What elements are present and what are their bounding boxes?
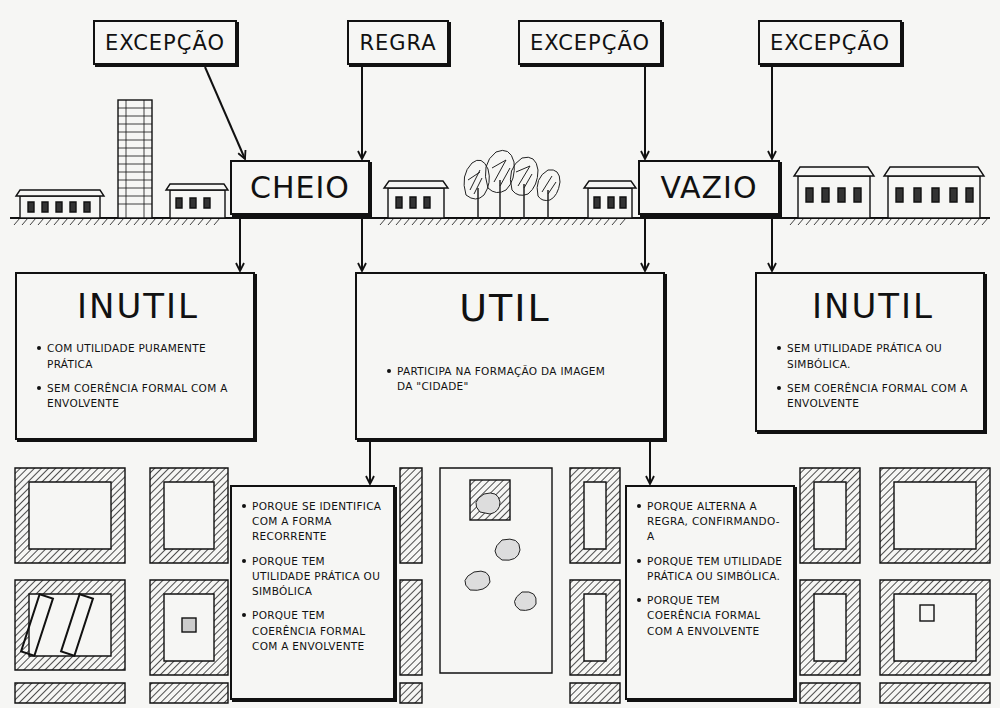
city-block xyxy=(880,580,990,675)
label-box: CHEIO xyxy=(230,160,370,215)
bullet-text: PORQUE ALTERNA A REGRA, CONFIRMANDO-A xyxy=(647,499,783,545)
bullet-text: PORQUE TEM COERÊNCIA FORMAL COM A ENVOLV… xyxy=(252,608,383,654)
label-box: EXCEPÇÃO xyxy=(93,20,237,65)
flow-arrow xyxy=(239,217,241,271)
flow-arrow xyxy=(644,67,646,159)
box-body: PARTICIPA NA FORMAÇÃO DA IMAGEM DA "CIDA… xyxy=(387,364,623,394)
box-heading: UTIL xyxy=(387,288,623,330)
box-body: PORQUE SE IDENTIFICA COM A FORMA RECORRE… xyxy=(242,499,383,654)
buildings xyxy=(16,100,984,218)
box-label: CHEIO xyxy=(250,170,350,205)
bullet-row: PARTICIPA NA FORMAÇÃO DA IMAGEM DA "CIDA… xyxy=(387,364,623,394)
ground-line xyxy=(10,218,990,225)
flow-arrow xyxy=(644,217,646,271)
bullet-row: SEM UTILIDADE PRÁTICA OU SIMBÓLICA. xyxy=(777,341,969,371)
box-body: SEM UTILIDADE PRÁTICA OU SIMBÓLICA. SEM C… xyxy=(777,341,969,411)
bullet-row: PORQUE SE IDENTIFICA COM A FORMA RECORRE… xyxy=(242,499,383,545)
bullet-dot xyxy=(777,346,781,350)
label-box: EXCEPÇÃO xyxy=(518,20,662,65)
box-label: REGRA xyxy=(359,31,436,55)
bullet-row: PORQUE ALTERNA A REGRA, CONFIRMANDO-A xyxy=(637,499,783,545)
city-block xyxy=(800,580,860,675)
bullet-dot xyxy=(37,386,41,390)
verdict-box: INUTIL COM UTILIDADE PURAMENTE PRÁTICA SEM… xyxy=(15,272,255,440)
city-block xyxy=(440,468,552,673)
flow-arrow xyxy=(771,217,773,271)
bullet-row: PORQUE TEM COERÊNCIA FORMAL COM A ENVOLV… xyxy=(242,608,383,654)
city-block xyxy=(880,683,990,703)
city-block xyxy=(400,580,422,675)
bullet-text: PORQUE TEM UTILIDADE PRÁTICA OU SIMBÓLIC… xyxy=(647,554,783,584)
bullet-dot xyxy=(37,346,41,350)
label-box: EXCEPÇÃO xyxy=(758,20,902,65)
reason-box: PORQUE SE IDENTIFICA COM A FORMA RECORRE… xyxy=(230,485,395,700)
bullet-text: PARTICIPA NA FORMAÇÃO DA IMAGEM DA "CIDA… xyxy=(397,364,623,394)
label-box: VAZIO xyxy=(638,160,780,215)
city-block xyxy=(800,468,860,563)
flow-arrow xyxy=(649,442,651,484)
bullet-row: PORQUE TEM COERÊNCIA FORMAL COM A ENVOLV… xyxy=(637,593,783,639)
bullet-text: PORQUE TEM COERÊNCIA FORMAL COM A ENVOLV… xyxy=(647,593,783,639)
box-label: EXCEPÇÃO xyxy=(530,31,650,55)
box-body: PORQUE ALTERNA A REGRA, CONFIRMANDO-A POR… xyxy=(637,499,783,639)
box-heading: INUTIL xyxy=(777,288,969,325)
city-block xyxy=(570,580,620,675)
bullet-row: SEM COERÊNCIA FORMAL COM A ENVOLVENTE xyxy=(777,381,969,411)
city-block xyxy=(150,468,228,563)
bullet-text: SEM UTILIDADE PRÁTICA OU SIMBÓLICA. xyxy=(787,341,969,371)
flow-arrow xyxy=(361,217,363,271)
box-label: VAZIO xyxy=(660,170,757,205)
plan-trees xyxy=(465,493,536,610)
bullet-row: SEM COERÊNCIA FORMAL COM A ENVOLVENTE xyxy=(37,381,239,411)
label-box: REGRA xyxy=(347,20,449,65)
trees xyxy=(464,150,560,218)
flow-arrow xyxy=(771,67,773,159)
bullet-row: PORQUE TEM UTILIDADE PRÁTICA OU SIMBÓLIC… xyxy=(637,554,783,584)
bullet-dot xyxy=(637,504,641,508)
verdict-box: UTIL PARTICIPA NA FORMAÇÃO DA IMAGEM DA "… xyxy=(355,272,665,440)
box-label: EXCEPÇÃO xyxy=(770,31,890,55)
flow-arrow xyxy=(369,442,371,484)
city-block xyxy=(570,683,620,703)
city-block xyxy=(880,468,990,563)
box-label: EXCEPÇÃO xyxy=(105,31,225,55)
city-block xyxy=(400,468,422,563)
block-plans xyxy=(15,468,990,703)
city-block xyxy=(800,683,860,703)
courtyard-building xyxy=(182,618,196,632)
city-block xyxy=(15,580,125,670)
bullet-dot xyxy=(242,613,246,617)
bullet-dot xyxy=(637,559,641,563)
bullet-dot xyxy=(242,559,246,563)
bullet-text: SEM COERÊNCIA FORMAL COM A ENVOLVENTE xyxy=(47,381,239,411)
city-block xyxy=(15,683,125,703)
flow-arrow xyxy=(361,67,363,159)
city-block xyxy=(150,580,228,675)
slab-building xyxy=(21,594,53,655)
bullet-dot xyxy=(777,386,781,390)
bullet-dot xyxy=(242,504,246,508)
city-block xyxy=(570,468,620,563)
bullet-text: PORQUE TEM UTILIDADE PRÁTICA OU SIMBÓLIC… xyxy=(252,554,383,600)
bullet-text: PORQUE SE IDENTIFICA COM A FORMA RECORRE… xyxy=(252,499,383,545)
city-block xyxy=(400,683,422,703)
bullet-row: PORQUE TEM UTILIDADE PRÁTICA OU SIMBÓLIC… xyxy=(242,554,383,600)
box-heading: INUTIL xyxy=(37,288,239,325)
verdict-box: INUTIL SEM UTILIDADE PRÁTICA OU SIMBÓLICA… xyxy=(755,272,985,432)
bullet-dot xyxy=(637,598,641,602)
city-block xyxy=(15,468,125,563)
bullet-text: SEM COERÊNCIA FORMAL COM A ENVOLVENTE xyxy=(787,381,969,411)
bullet-dot xyxy=(387,369,391,373)
slab-building xyxy=(61,594,93,655)
city-block xyxy=(150,683,228,703)
reason-box: PORQUE ALTERNA A REGRA, CONFIRMANDO-A POR… xyxy=(625,485,795,700)
bullet-text: COM UTILIDADE PURAMENTE PRÁTICA xyxy=(47,341,239,371)
flow-arrow xyxy=(205,67,245,159)
courtyard-building xyxy=(920,605,934,621)
box-body: COM UTILIDADE PURAMENTE PRÁTICA SEM COERÊ… xyxy=(37,341,239,411)
bullet-row: COM UTILIDADE PURAMENTE PRÁTICA xyxy=(37,341,239,371)
